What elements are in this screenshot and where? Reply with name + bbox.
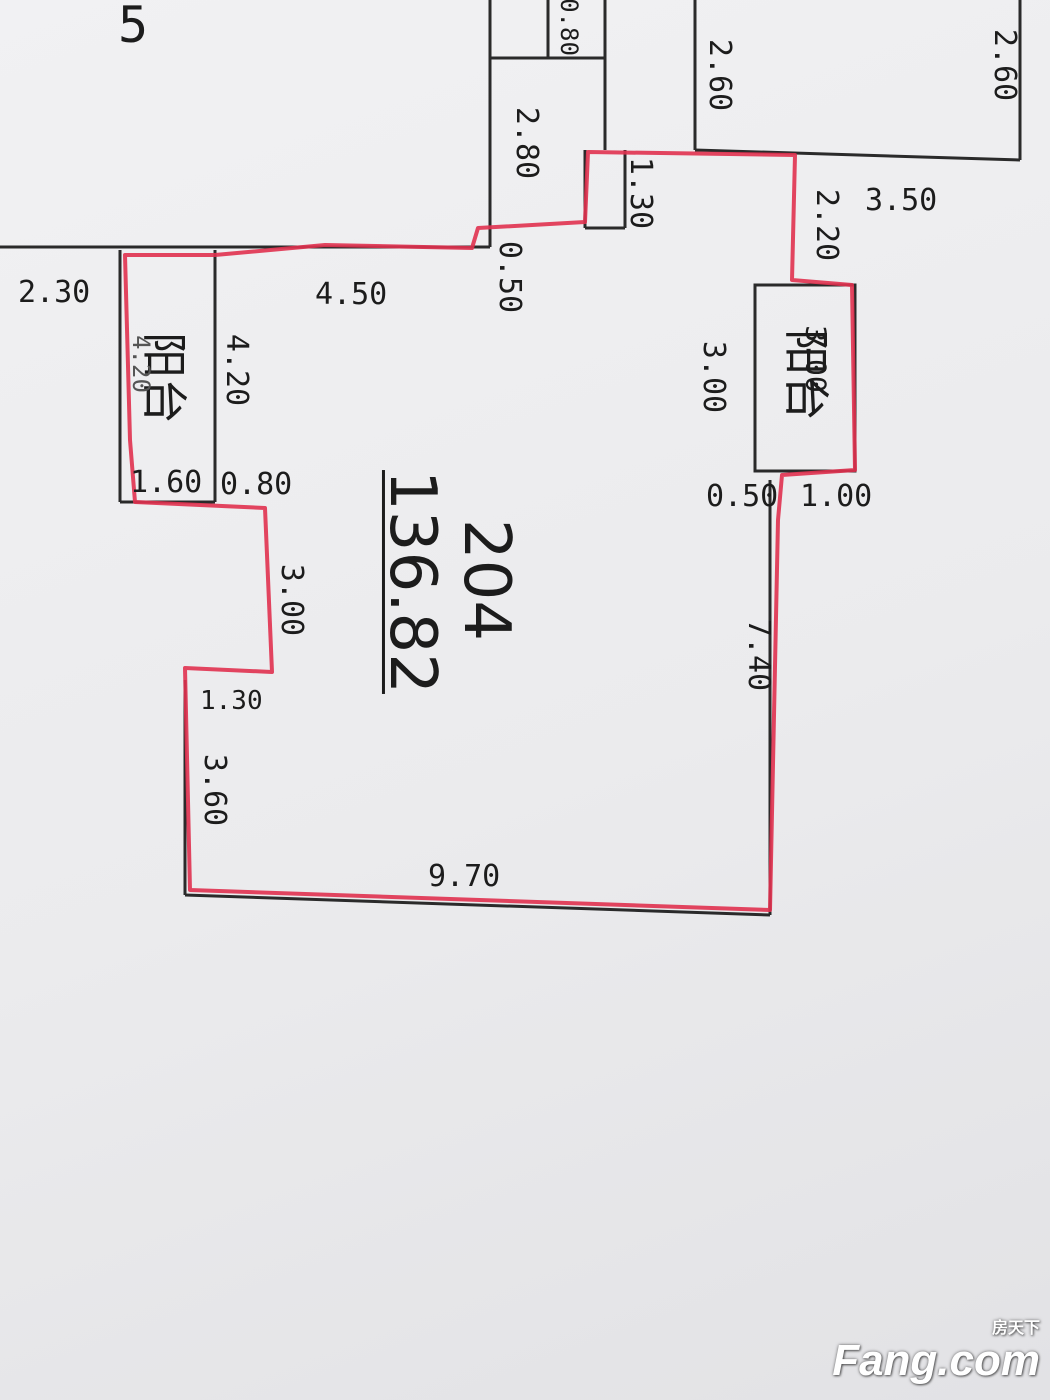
dim-right-span: 3.50 (865, 183, 938, 218)
dim-balcony-right-depth: 3.00 (696, 340, 732, 414)
dim-bottom-width: 9.70 (428, 859, 501, 894)
watermark-tagline: 房天下 (991, 1320, 1040, 1337)
dim-right-top-room: 2.60 (702, 38, 738, 112)
dim-left-outer: 2.30 (18, 275, 91, 310)
dim-right-notch: 0.50 (706, 479, 779, 514)
dim-right-length: 7.40 (741, 618, 777, 692)
dim-lower-left-depth: 3.60 (197, 753, 233, 827)
dim-balcony-left-width: 1.60 (130, 465, 203, 500)
unit-area: 136.82 (374, 470, 449, 694)
dim-inner-depth: 4.20 (219, 333, 255, 407)
watermark-brand: Fang.com (832, 1336, 1040, 1385)
dim-balcony-left-depth: 4.20 (126, 335, 155, 393)
dim-right-short: 2.20 (809, 188, 845, 262)
dim-top-left-partial: 5 (118, 0, 149, 54)
dim-main-top: 4.50 (315, 277, 388, 312)
unit-outline (123, 150, 857, 912)
dim-balcony-right-inner: 3.00 (799, 325, 833, 393)
unit-number: 204 (449, 518, 524, 642)
dim-step-width: 1.30 (200, 686, 263, 716)
dim-upper-room-width: 2.80 (509, 106, 545, 180)
dim-step-depth: 3.00 (274, 563, 310, 637)
dim-far-right-room: 2.60 (987, 28, 1023, 102)
dim-utility-width: 1.30 (623, 156, 659, 230)
dim-balcony-right-width: 1.00 (800, 479, 873, 514)
dim-upper-small: 0.80 (554, 0, 583, 56)
dim-step-small: 0.80 (220, 467, 293, 502)
fang-watermark: 房天下 Fang.com (832, 1320, 1040, 1386)
dim-notch-top: 0.50 (492, 240, 528, 314)
